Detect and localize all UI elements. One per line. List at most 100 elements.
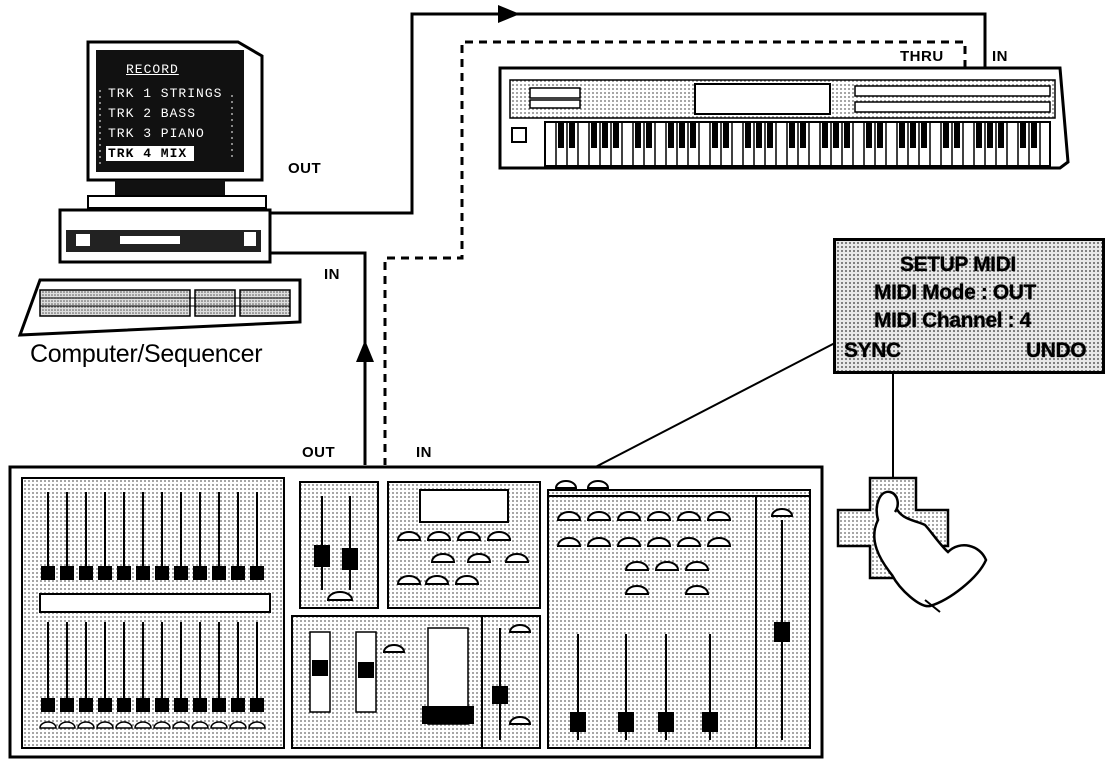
cue-button — [558, 512, 580, 520]
channel-fader-knob — [79, 698, 93, 712]
piano-black-key — [998, 122, 1004, 148]
cue-button — [558, 538, 580, 546]
panel-button — [426, 576, 448, 584]
channel-fader-knob — [136, 566, 150, 580]
flash-button — [230, 722, 246, 728]
channel-fader-knob — [231, 566, 245, 580]
monitor-track-3: TRK 3 PIANO — [108, 126, 205, 141]
console-out-label: OUT — [302, 444, 335, 461]
channel-fader-knob — [79, 566, 93, 580]
cue-fader-knob — [658, 712, 674, 732]
piano-black-key — [844, 122, 850, 148]
channel-fader-knob — [155, 566, 169, 580]
cue-section — [548, 490, 810, 748]
console-in-label: IN — [416, 444, 432, 461]
cue-button — [708, 538, 730, 546]
flash-button — [211, 722, 227, 728]
flash-button — [192, 722, 208, 728]
flash-button — [249, 722, 265, 728]
flash-button — [135, 722, 151, 728]
flash-button — [59, 722, 75, 728]
piano-black-key — [745, 122, 751, 148]
piano-black-key — [690, 122, 696, 148]
panel-button — [432, 554, 454, 562]
piano-black-key — [800, 122, 806, 148]
keyboard-thru-label: THRU — [900, 48, 944, 65]
piano-black-key — [1020, 122, 1026, 148]
piano-black-key — [1031, 122, 1037, 148]
channel-fader-knob — [60, 698, 74, 712]
channel-fader-knob — [174, 566, 188, 580]
piano-black-key — [877, 122, 883, 148]
piano-black-key — [591, 122, 597, 148]
flash-button — [154, 722, 170, 728]
monitor-track-2: TRK 2 BASS — [108, 106, 196, 121]
monitor-screen-title: RECORD — [126, 62, 179, 77]
piano-black-key — [635, 122, 641, 148]
monitor-track-1: TRK 1 STRINGS — [108, 86, 222, 101]
piano-black-key — [646, 122, 652, 148]
panel-button — [506, 554, 528, 562]
cue-fader-knob — [702, 712, 718, 732]
panel-button — [488, 532, 510, 540]
flash-button — [173, 722, 189, 728]
piano-black-key — [954, 122, 960, 148]
piano-black-key — [767, 122, 773, 148]
piano-black-key — [668, 122, 674, 148]
lcd-line-midi-mode: MIDI Mode : OUT — [874, 281, 1036, 305]
piano-black-key — [866, 122, 872, 148]
channel-fader-knob — [174, 698, 188, 712]
lcd-undo-softkey: UNDO — [1026, 339, 1086, 363]
cue-button — [648, 512, 670, 520]
channel-fader-knob — [250, 566, 264, 580]
channel-fader-knob — [60, 566, 74, 580]
channel-fader-knob — [136, 698, 150, 712]
channel-fader-knob — [117, 698, 131, 712]
cue-button — [618, 538, 640, 546]
control-console — [10, 467, 822, 757]
lcd-line-midi-channel: MIDI Channel : 4 — [874, 309, 1031, 333]
piano-black-key — [899, 122, 905, 148]
computer-out-label: OUT — [288, 160, 321, 177]
cue-button — [686, 562, 708, 570]
piano-black-key — [987, 122, 993, 148]
cue-fader-knob — [618, 712, 634, 732]
piano-black-key — [712, 122, 718, 148]
channel-fader-knob — [41, 566, 55, 580]
flash-button — [78, 722, 94, 728]
arrowhead-up-icon — [356, 340, 374, 362]
cue-button — [626, 586, 648, 594]
piano-black-key — [569, 122, 575, 148]
hand-pressing-button-icon — [838, 374, 986, 612]
piano-black-key — [833, 122, 839, 148]
panel-button — [428, 532, 450, 540]
cue-button — [588, 512, 610, 520]
piano-black-key — [822, 122, 828, 148]
cue-button — [626, 562, 648, 570]
synthesizer-keyboard — [500, 68, 1068, 168]
piano-black-key — [943, 122, 949, 148]
piano-black-key — [976, 122, 982, 148]
cue-button — [656, 562, 678, 570]
cue-button — [588, 538, 610, 546]
cue-button — [678, 538, 700, 546]
channel-fader-knob — [231, 698, 245, 712]
cue-button — [678, 512, 700, 520]
channel-fader-knob — [117, 566, 131, 580]
channel-fader-knob — [41, 698, 55, 712]
flash-button — [40, 722, 56, 728]
computer-in-label: IN — [324, 266, 340, 283]
piano-black-key — [558, 122, 564, 148]
lcd-sync-softkey: SYNC — [844, 339, 901, 363]
cue-button — [708, 512, 730, 520]
piano-black-key — [910, 122, 916, 148]
cue-button — [618, 512, 640, 520]
cue-button — [648, 538, 670, 546]
flash-button — [97, 722, 113, 728]
flash-button — [116, 722, 132, 728]
panel-button — [458, 532, 480, 540]
channel-fader-knob — [155, 698, 169, 712]
channel-fader-knob — [193, 566, 207, 580]
keyboard-in-label: IN — [992, 48, 1008, 65]
